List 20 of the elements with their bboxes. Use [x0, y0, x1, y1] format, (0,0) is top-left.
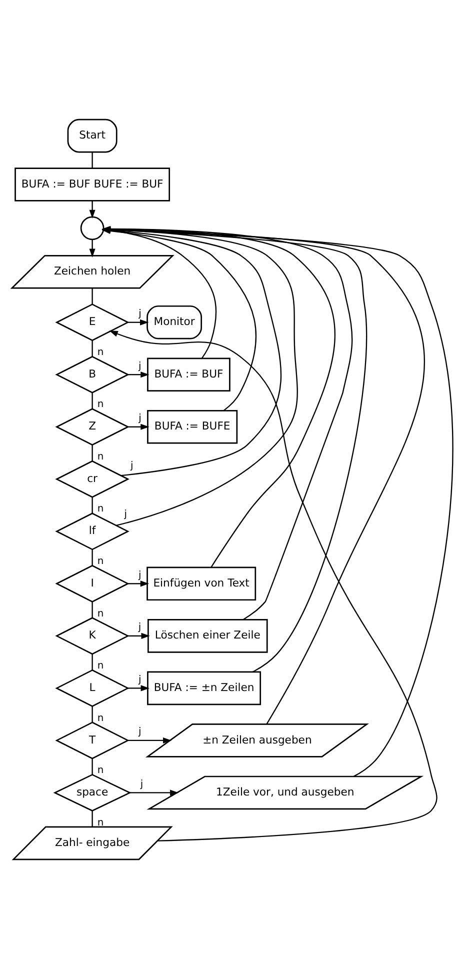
edge-label: n [97, 816, 104, 828]
edge-label: n [97, 764, 104, 776]
edge-label: j [138, 622, 142, 633]
edge-label: j [138, 569, 142, 580]
edge-label: n [97, 712, 104, 724]
edge-label: n [97, 346, 104, 358]
edge-label: j [138, 308, 142, 320]
edge-label: j [140, 778, 144, 790]
edge-label: n [97, 556, 104, 566]
edge-label: j [130, 460, 134, 472]
edge-label: j [138, 412, 142, 424]
edge-label: j [124, 508, 127, 520]
edge-label: n [97, 660, 104, 672]
edge-label: n [97, 503, 104, 514]
edge-label: n [97, 450, 104, 462]
edge-label: n [97, 608, 104, 619]
edge-label: j [138, 726, 142, 738]
edge-label: j [138, 360, 142, 372]
edge-label: j [138, 674, 142, 685]
edge-label: n [97, 398, 104, 410]
